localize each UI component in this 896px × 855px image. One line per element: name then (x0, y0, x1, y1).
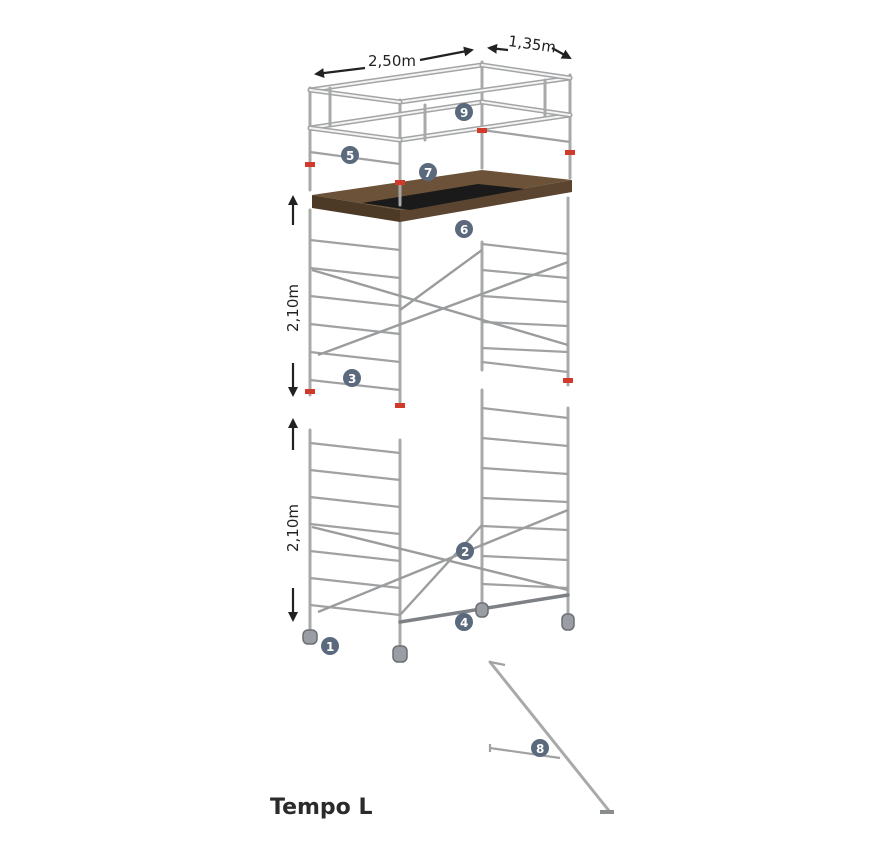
platform-deck (312, 170, 572, 222)
dimension-lower-height: 2,10m (284, 418, 302, 622)
svg-text:9: 9 (460, 106, 468, 120)
svg-text:3: 3 (348, 372, 356, 386)
callout-7: 7 (419, 163, 437, 181)
dimension-upper-height: 2,10m (284, 195, 302, 397)
caster-wheels (302, 602, 575, 663)
upper-height-label: 2,10m (284, 284, 302, 332)
width-label: 1,35m (507, 32, 557, 57)
guardrail (305, 60, 575, 207)
svg-text:7: 7 (424, 166, 432, 180)
callout-4: 4 (455, 613, 473, 631)
outrigger-stabiliser (488, 660, 614, 814)
svg-text:8: 8 (536, 742, 544, 756)
dimension-length: 2,50m (314, 46, 474, 78)
svg-text:6: 6 (460, 223, 468, 237)
product-title: Tempo L (270, 795, 373, 820)
upper-section (305, 196, 573, 408)
callout-8: 8 (531, 739, 549, 757)
callout-3: 3 (343, 369, 361, 387)
callout-9: 9 (455, 103, 473, 121)
callout-1: 1 (321, 637, 339, 655)
svg-text:5: 5 (346, 149, 354, 163)
callout-5: 5 (341, 146, 359, 164)
lower-section (302, 388, 575, 663)
length-label: 2,50m (368, 52, 416, 70)
lower-height-label: 2,10m (284, 504, 302, 552)
svg-text:4: 4 (460, 616, 468, 630)
svg-text:1: 1 (326, 640, 334, 654)
callout-6: 6 (455, 220, 473, 238)
dimension-width: 1,35m (487, 32, 572, 59)
callout-2: 2 (456, 542, 474, 560)
svg-text:2: 2 (461, 545, 469, 559)
